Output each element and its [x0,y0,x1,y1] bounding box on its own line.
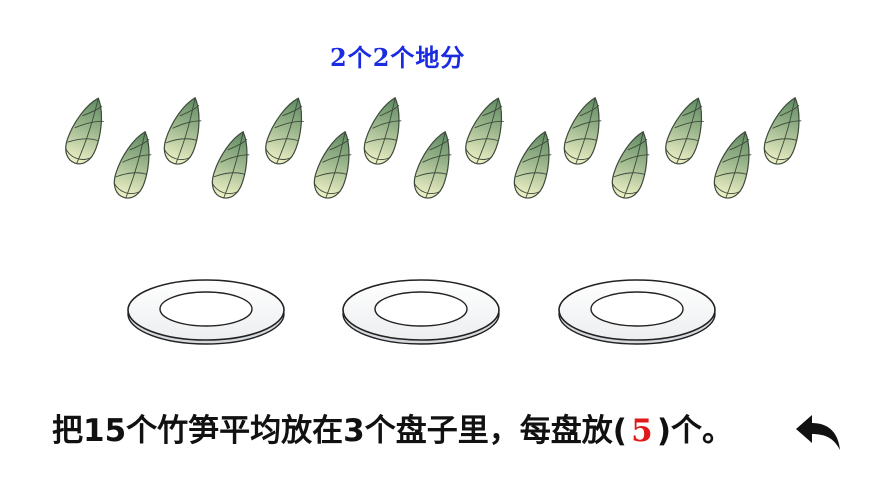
bamboo-shoot [563,96,602,165]
bamboo-shoot [513,130,552,199]
bamboo-shoots-group [64,96,802,199]
bamboo-shoot [363,96,402,165]
back-button[interactable] [792,410,844,456]
bamboo-shoot [664,97,704,165]
question-suffix: )个。 [656,413,734,449]
answer-value: 5 [631,413,653,449]
undo-arrow-icon [796,415,840,450]
bamboo-shoot [464,97,504,165]
bamboo-shoot [413,130,452,199]
question-prefix: 把15个竹笋平均放在3个盘子里，每盘放( [52,413,627,449]
bamboo-shoot [611,130,650,199]
bamboo-shoot [163,96,202,165]
bamboo-shoot [264,97,304,165]
plate [127,279,285,345]
plates-group [127,279,716,345]
bamboo-shoot [313,130,352,199]
bamboo-shoot [713,130,752,199]
bamboo-shoot [763,96,802,165]
plate [558,279,716,345]
bamboo-shoot [211,130,250,199]
plate [342,279,500,345]
bamboo-shoot [113,130,152,199]
page-title: 2个2个地分 [330,43,466,72]
question-sentence: 把15个竹笋平均放在3个盘子里，每盘放(5)个。 [52,405,733,455]
bamboo-shoot [64,97,104,165]
